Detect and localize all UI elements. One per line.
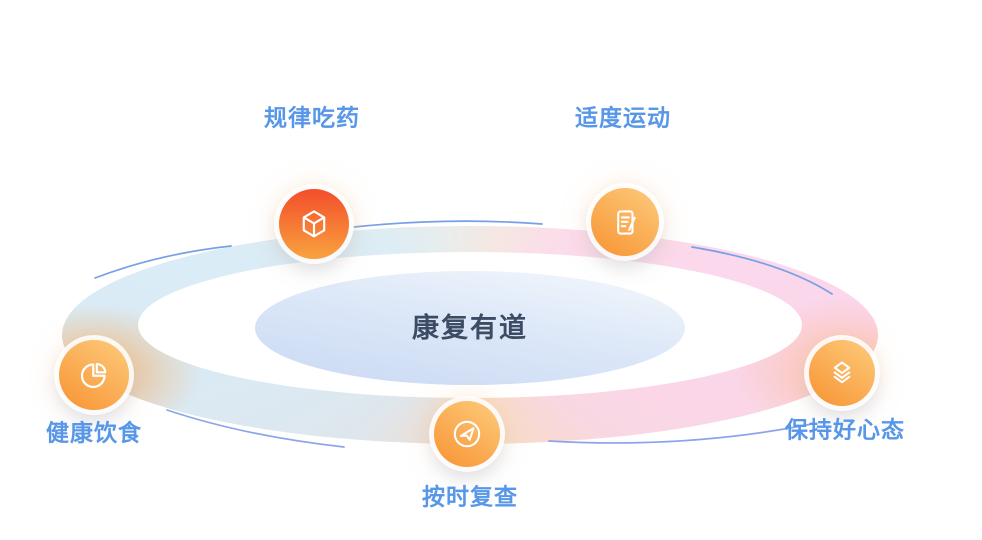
edit-document-icon	[616, 209, 636, 235]
node-label-diet: 健康饮食	[46, 419, 142, 446]
node-label-mindset: 保持好心态	[785, 416, 905, 443]
node-mindset	[809, 340, 875, 406]
paper-plane-icon	[453, 420, 481, 448]
diagram-title: 康复有道	[412, 312, 528, 343]
node-label-review: 按时复查	[422, 483, 518, 510]
node-label-medication: 规律吃药	[264, 104, 360, 131]
node-label-exercise: 适度运动	[575, 104, 671, 131]
node-diet	[59, 340, 129, 410]
node-medication	[279, 189, 349, 259]
layers-icon	[833, 361, 851, 384]
pie-chart-icon	[80, 362, 107, 389]
node-review	[434, 401, 500, 467]
cube-icon	[302, 210, 326, 238]
node-exercise	[591, 188, 659, 256]
center-ellipse: 康复有道	[255, 271, 685, 385]
